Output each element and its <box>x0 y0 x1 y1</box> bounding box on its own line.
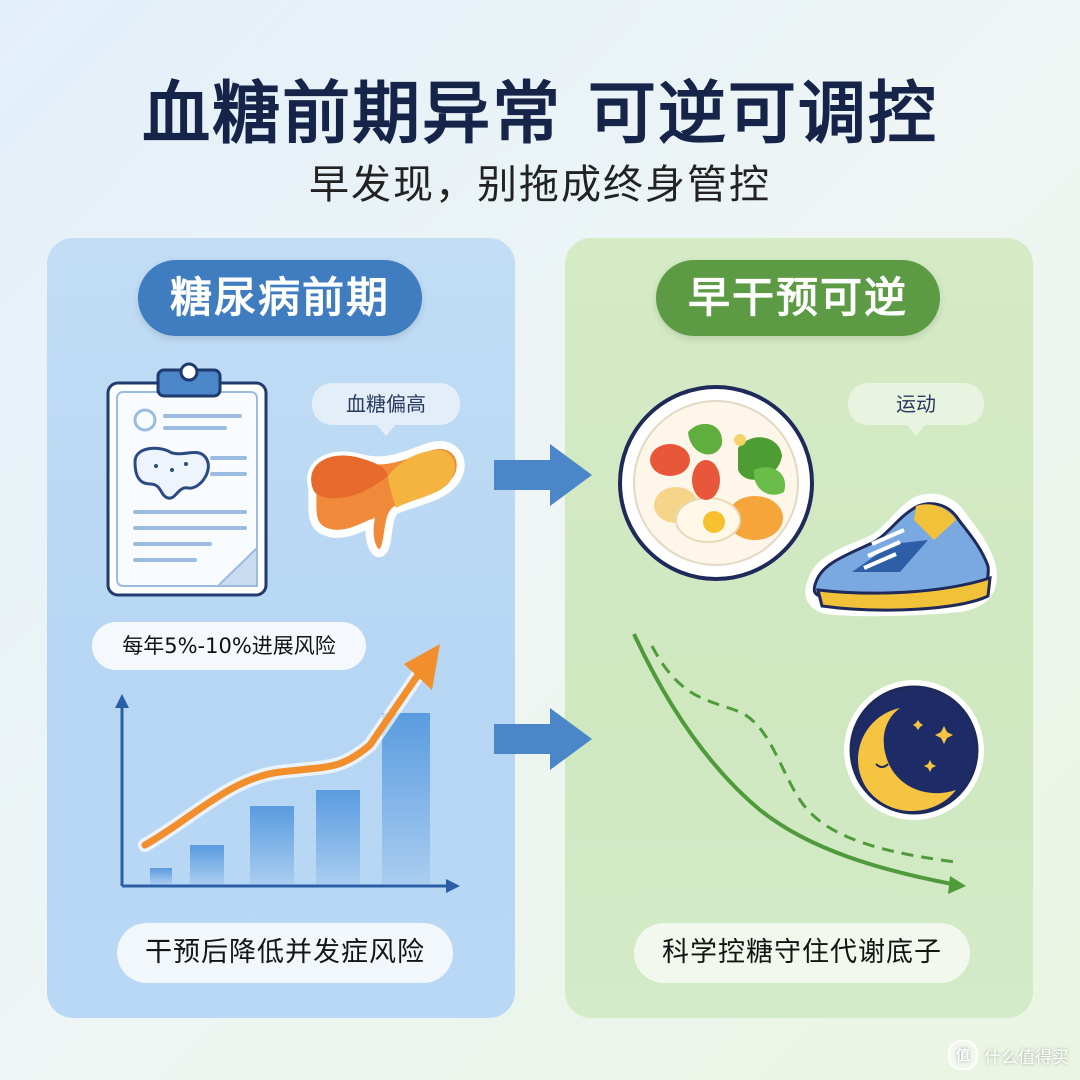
bubble-tail <box>906 424 926 436</box>
falling-curve-icon <box>632 633 966 894</box>
watermark: 值 什么值得买 <box>948 1040 1069 1070</box>
rising-chart-icon <box>115 644 460 893</box>
arrow-right-icon <box>494 444 592 506</box>
reversible-heading: 早干预可逆 <box>656 260 940 336</box>
pancreas-icon <box>307 441 465 558</box>
page-title: 血糖前期异常 可逆可调控 <box>142 75 938 154</box>
sneaker-icon <box>805 493 997 617</box>
high-blood-sugar-bubble: 血糖偏高 <box>312 383 460 425</box>
progression-risk-bubble: 每年5%-10%进展风险 <box>92 622 366 670</box>
exercise-bubble: 运动 <box>848 383 984 425</box>
bubble-tail <box>376 424 396 436</box>
right-caption: 科学控糖守住代谢底子 <box>634 923 970 983</box>
page-subtitle: 早发现，别拖成终身管控 <box>309 162 771 208</box>
moon-sleep-icon <box>844 680 984 820</box>
clipboard-report-icon <box>106 362 268 597</box>
salad-plate-icon <box>618 385 814 581</box>
watermark-logo-icon: 值 <box>948 1040 978 1070</box>
prediabetes-heading: 糖尿病前期 <box>138 260 422 336</box>
arrow-right-icon <box>494 708 592 770</box>
watermark-text: 什么值得买 <box>984 1047 1069 1068</box>
left-caption: 干预后降低并发症风险 <box>117 923 453 983</box>
